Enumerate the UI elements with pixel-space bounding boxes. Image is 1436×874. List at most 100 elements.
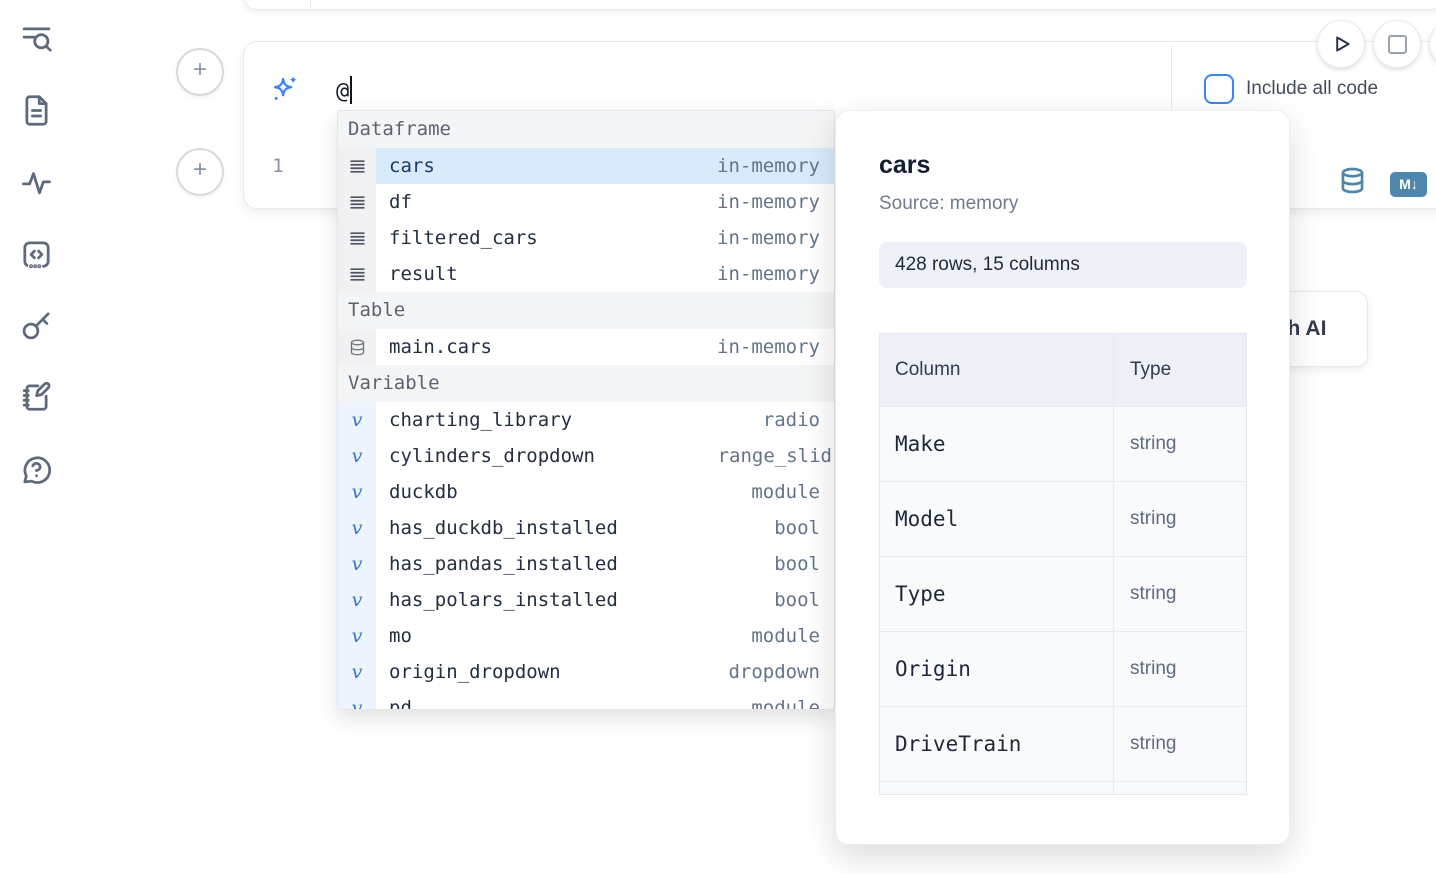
item-name: result bbox=[389, 263, 458, 285]
variable-icon: v bbox=[338, 402, 376, 438]
database-icon bbox=[338, 329, 376, 365]
item-type: module bbox=[751, 481, 820, 503]
markdown-badge-icon[interactable]: M↓ bbox=[1390, 172, 1427, 197]
item-name: origin_dropdown bbox=[389, 661, 561, 683]
schema-header-row: Column Type bbox=[880, 334, 1246, 407]
stop-button[interactable] bbox=[1373, 20, 1421, 68]
variable-icon: v bbox=[338, 474, 376, 510]
dataframe-preview-panel: cars Source: memory 428 rows, 15 columns… bbox=[835, 110, 1290, 845]
item-name: cars bbox=[389, 155, 435, 177]
add-cell-below-button[interactable]: + bbox=[176, 148, 224, 196]
dataframe-rows-icon bbox=[338, 220, 376, 256]
include-all-code-checkbox[interactable] bbox=[1204, 74, 1234, 104]
autocomplete-item-charting_library[interactable]: v charting_library radio bbox=[338, 402, 834, 438]
ai-button-label: h AI bbox=[1287, 317, 1327, 340]
include-all-code-option: Include all code bbox=[1204, 74, 1378, 104]
key-icon[interactable] bbox=[20, 309, 53, 342]
list-search-icon[interactable] bbox=[20, 22, 53, 55]
preview-shape-badge: 428 rows, 15 columns bbox=[879, 242, 1247, 288]
item-type: in-memory bbox=[717, 191, 820, 213]
schema-row-Make: Make string bbox=[880, 407, 1246, 482]
column-type: string bbox=[1130, 433, 1177, 454]
autocomplete-item-has_pandas_installed[interactable]: v has_pandas_installed bool bbox=[338, 546, 834, 582]
item-name: charting_library bbox=[389, 409, 573, 431]
schema-row-DriveTrain: DriveTrain string bbox=[880, 707, 1246, 782]
item-type: in-memory bbox=[717, 336, 820, 358]
item-type: bool bbox=[774, 553, 820, 575]
column-type: string bbox=[1130, 658, 1177, 679]
code-block-icon[interactable] bbox=[20, 238, 53, 271]
item-type: module bbox=[751, 625, 820, 647]
column-name: Origin bbox=[880, 632, 1114, 706]
item-name: df bbox=[389, 191, 412, 213]
autocomplete-section-header: Dataframe bbox=[338, 111, 834, 148]
column-name: DriveTrain bbox=[880, 707, 1114, 781]
variable-icon: v bbox=[338, 438, 376, 474]
text-cursor bbox=[350, 76, 353, 104]
autocomplete-item-df[interactable]: df in-memory bbox=[338, 184, 834, 220]
schema-row-Origin: Origin string bbox=[880, 632, 1246, 707]
preview-title: cars bbox=[879, 151, 931, 179]
dataframe-rows-icon bbox=[338, 256, 376, 292]
scratchpad-icon[interactable] bbox=[20, 381, 53, 414]
item-name: has_polars_installed bbox=[389, 589, 618, 611]
item-name: has_pandas_installed bbox=[389, 553, 618, 575]
item-name: has_duckdb_installed bbox=[389, 517, 618, 539]
autocomplete-item-cars[interactable]: cars in-memory bbox=[338, 148, 834, 184]
autocomplete-item-main.cars[interactable]: main.cars in-memory bbox=[338, 329, 834, 365]
column-name: Make bbox=[880, 407, 1114, 481]
column-name: Model bbox=[880, 482, 1114, 556]
run-cell-button[interactable] bbox=[1317, 20, 1365, 68]
dataframe-rows-icon bbox=[338, 184, 376, 220]
item-type: in-memory bbox=[717, 227, 820, 249]
column-type: string bbox=[1130, 583, 1177, 604]
item-name: main.cars bbox=[389, 336, 492, 358]
sidebar bbox=[0, 0, 72, 874]
item-type: in-memory bbox=[717, 155, 820, 177]
schema-row-partial bbox=[880, 782, 1246, 794]
include-all-code-label[interactable]: Include all code bbox=[1246, 78, 1379, 99]
column-header: Column bbox=[880, 334, 1114, 406]
previous-cell-edge bbox=[243, 0, 1436, 10]
variable-icon: v bbox=[338, 582, 376, 618]
file-document-icon[interactable] bbox=[20, 94, 53, 127]
item-name: duckdb bbox=[389, 481, 458, 503]
item-name: filtered_cars bbox=[389, 227, 538, 249]
autocomplete-item-filtered_cars[interactable]: filtered_cars in-memory bbox=[338, 220, 834, 256]
activity-icon[interactable] bbox=[20, 166, 53, 199]
divider bbox=[310, 0, 311, 7]
help-chat-icon[interactable] bbox=[20, 453, 53, 486]
stop-icon bbox=[1387, 34, 1407, 54]
database-icon[interactable] bbox=[1339, 164, 1366, 197]
item-name: pd bbox=[389, 697, 412, 710]
item-type: module bbox=[751, 697, 820, 710]
item-type: bool bbox=[774, 589, 820, 611]
variable-icon: v bbox=[338, 546, 376, 582]
preview-source: Source: memory bbox=[879, 193, 1019, 214]
autocomplete-item-cylinders_dropdown[interactable]: v cylinders_dropdown range_slid bbox=[338, 438, 834, 474]
column-type: string bbox=[1130, 733, 1177, 754]
ai-prompt-input[interactable]: @ bbox=[336, 76, 353, 104]
item-name: cylinders_dropdown bbox=[389, 445, 595, 467]
line-number: 1 bbox=[272, 155, 284, 177]
variable-icon: v bbox=[338, 618, 376, 654]
add-cell-above-button[interactable]: + bbox=[176, 48, 224, 96]
item-type: radio bbox=[762, 409, 820, 431]
column-type: string bbox=[1130, 508, 1177, 529]
variable-icon: v bbox=[338, 690, 376, 709]
variable-icon: v bbox=[338, 510, 376, 546]
column-name: Type bbox=[880, 557, 1114, 631]
autocomplete-item-has_polars_installed[interactable]: v has_polars_installed bool bbox=[338, 582, 834, 618]
variable-icon: v bbox=[338, 654, 376, 690]
item-type: range_slid bbox=[717, 445, 832, 467]
type-header: Type bbox=[1130, 359, 1172, 380]
